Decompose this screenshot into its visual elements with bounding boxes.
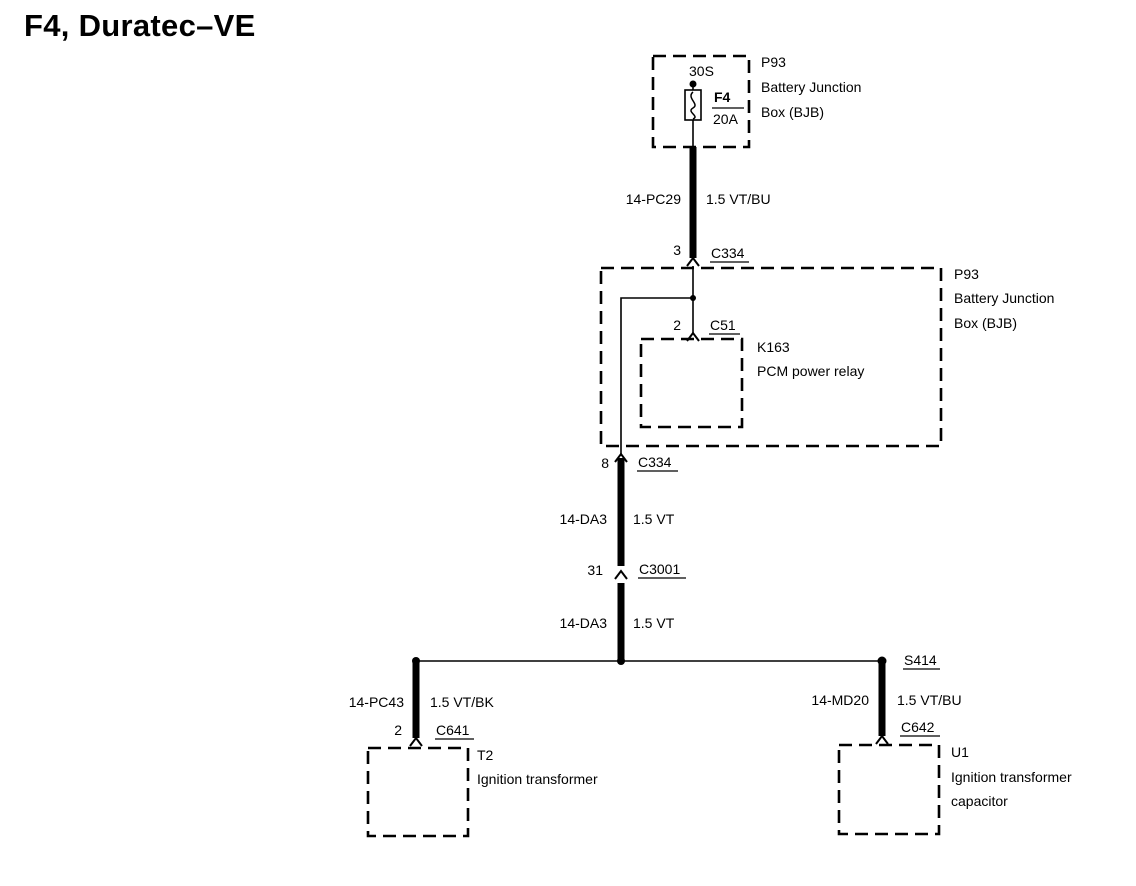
wire-da3-lower-spec: 1.5 VT <box>633 615 675 631</box>
bjb-main-id: P93 <box>954 266 979 282</box>
component-u1-name-line2: capacitor <box>951 793 1008 809</box>
connector-c334-bottom: 8 C334 <box>601 452 678 472</box>
component-u1: U1 Ignition transformer capacitor <box>837 743 1072 836</box>
bjb-main-name-line1: Battery Junction <box>954 290 1054 306</box>
fuse-id: F4 <box>714 89 731 105</box>
connector-c334-top-pin: 3 <box>673 242 681 258</box>
relay-k163-id: K163 <box>757 339 790 355</box>
wire-da3-upper: 14-DA3 1.5 VT <box>560 458 675 566</box>
connector-c334-bottom-pin: 8 <box>601 455 609 471</box>
connector-c51-icon <box>686 331 700 342</box>
bjb-main-name-line2: Box (BJB) <box>954 315 1017 331</box>
connector-c51-label: C51 <box>710 317 736 333</box>
wire-pc43: 14-PC43 1.5 VT/BK 2 C641 <box>349 661 494 747</box>
wire-da3-lower: 14-DA3 1.5 VT <box>560 583 675 660</box>
component-u1-id: U1 <box>951 744 969 760</box>
wire-pc43-circuit: 14-PC43 <box>349 694 404 710</box>
wire-da3-upper-circuit: 14-DA3 <box>560 511 608 527</box>
splice-s414-label: S414 <box>904 652 937 668</box>
bjb-top-id: P93 <box>761 54 786 70</box>
bus-center-dot <box>617 657 625 665</box>
fuse-element-icon <box>690 91 696 120</box>
component-u1-outline <box>837 743 941 836</box>
bjb-fuse-box: 30S F4 20A P93 Battery Junction Box (BJB… <box>651 54 861 149</box>
bjb-main-box: P93 Battery Junction Box (BJB) <box>599 266 1054 456</box>
connector-c334-top-icon <box>686 256 700 267</box>
bjb-main-box-outline <box>599 266 943 448</box>
wire-pc43-spec: 1.5 VT/BK <box>430 694 494 710</box>
bjb-top-name-line1: Battery Junction <box>761 79 861 95</box>
connector-c642-icon <box>875 734 889 745</box>
relay-k163-name: PCM power relay <box>757 363 864 379</box>
bjb-internal-wire-to-c334 <box>620 297 693 456</box>
connector-c334-bottom-icon <box>614 452 628 463</box>
connector-c3001-label: C3001 <box>639 561 680 577</box>
component-t2-id: T2 <box>477 747 494 763</box>
fuse-rating: 20A <box>713 111 739 127</box>
connector-c3001-pin: 31 <box>587 562 603 578</box>
wire-da3-upper-spec: 1.5 VT <box>633 511 675 527</box>
fuse-icon <box>684 89 702 121</box>
wire-md20-circuit: 14-MD20 <box>811 692 869 708</box>
connector-c3001: 31 C3001 <box>587 561 686 580</box>
distribution-bus: S414 <box>412 652 940 670</box>
wire-pc29-circuit: 14-PC29 <box>626 191 681 207</box>
connector-c334-top-label: C334 <box>711 245 745 261</box>
connector-c3001-icon <box>614 569 628 580</box>
connector-c642-label: C642 <box>901 719 935 735</box>
connector-c334-top: 3 C334 <box>673 242 749 267</box>
wire-md20: 14-MD20 1.5 VT/BU C642 <box>811 661 962 745</box>
bjb-top-name-line2: Box (BJB) <box>761 104 824 120</box>
wire-da3-lower-circuit: 14-DA3 <box>560 615 608 631</box>
wire-pc29-spec: 1.5 VT/BU <box>706 191 771 207</box>
connector-c51-pin: 2 <box>673 317 681 333</box>
component-t2: T2 Ignition transformer <box>366 746 598 838</box>
component-t2-outline <box>366 746 470 838</box>
component-t2-name: Ignition transformer <box>477 771 598 787</box>
connector-c334-bottom-label: C334 <box>638 454 672 470</box>
fuse-terminal-label: 30S <box>689 63 714 79</box>
page-title: F4, Duratec–VE <box>24 8 256 43</box>
relay-k163-outline <box>639 337 744 429</box>
component-u1-name-line1: Ignition transformer <box>951 769 1072 785</box>
relay-k163: 2 C51 K163 PCM power relay <box>639 317 864 429</box>
connector-c641-pin: 2 <box>394 722 402 738</box>
wire-md20-spec: 1.5 VT/BU <box>897 692 962 708</box>
bjb-fuse-box-outline <box>651 54 751 149</box>
wire-pc29: 14-PC29 1.5 VT/BU <box>626 147 771 258</box>
connector-c641-icon <box>409 736 423 747</box>
connector-c641-label: C641 <box>436 722 470 738</box>
